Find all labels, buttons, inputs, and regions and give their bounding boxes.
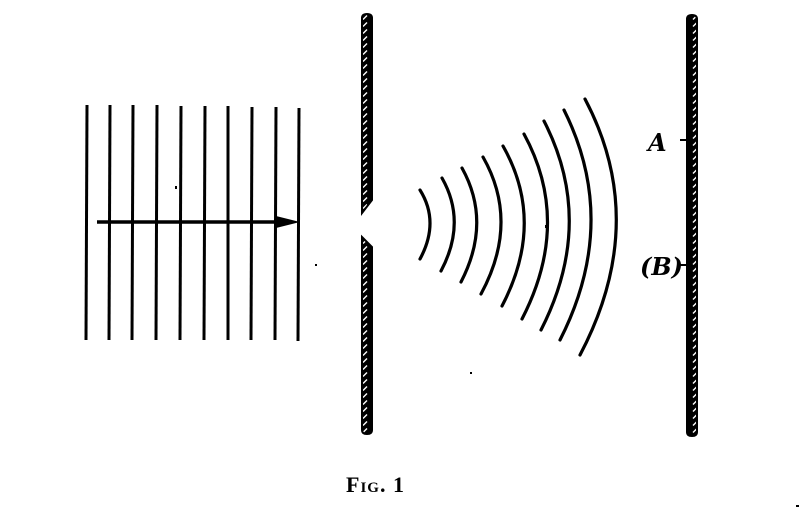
wavefront-arc <box>479 155 503 296</box>
propagation-arrow-icon <box>97 216 300 228</box>
wavefront-arc <box>558 108 593 342</box>
wavefront-arc <box>539 119 571 332</box>
figure-caption: Fig. 1 <box>346 472 405 497</box>
wavefront-arc <box>459 166 479 284</box>
print-specks <box>175 186 799 507</box>
diffracted-wavefronts <box>418 97 618 357</box>
wavefront-line <box>296 107 301 342</box>
barrier-top-segment <box>361 12 373 216</box>
barrier-bottom-segment <box>361 234 373 436</box>
slit-barrier <box>361 12 373 436</box>
point-b-label: (B) <box>640 252 683 281</box>
wavefront-arc <box>520 132 550 321</box>
wavefront-arc <box>500 144 526 308</box>
wavefront-arc <box>578 97 618 357</box>
wavefront-arc <box>418 188 432 261</box>
wavefront-arc <box>439 176 456 273</box>
screen <box>680 13 698 438</box>
wavefront-line <box>84 104 89 341</box>
point-a-label: A <box>648 128 667 157</box>
